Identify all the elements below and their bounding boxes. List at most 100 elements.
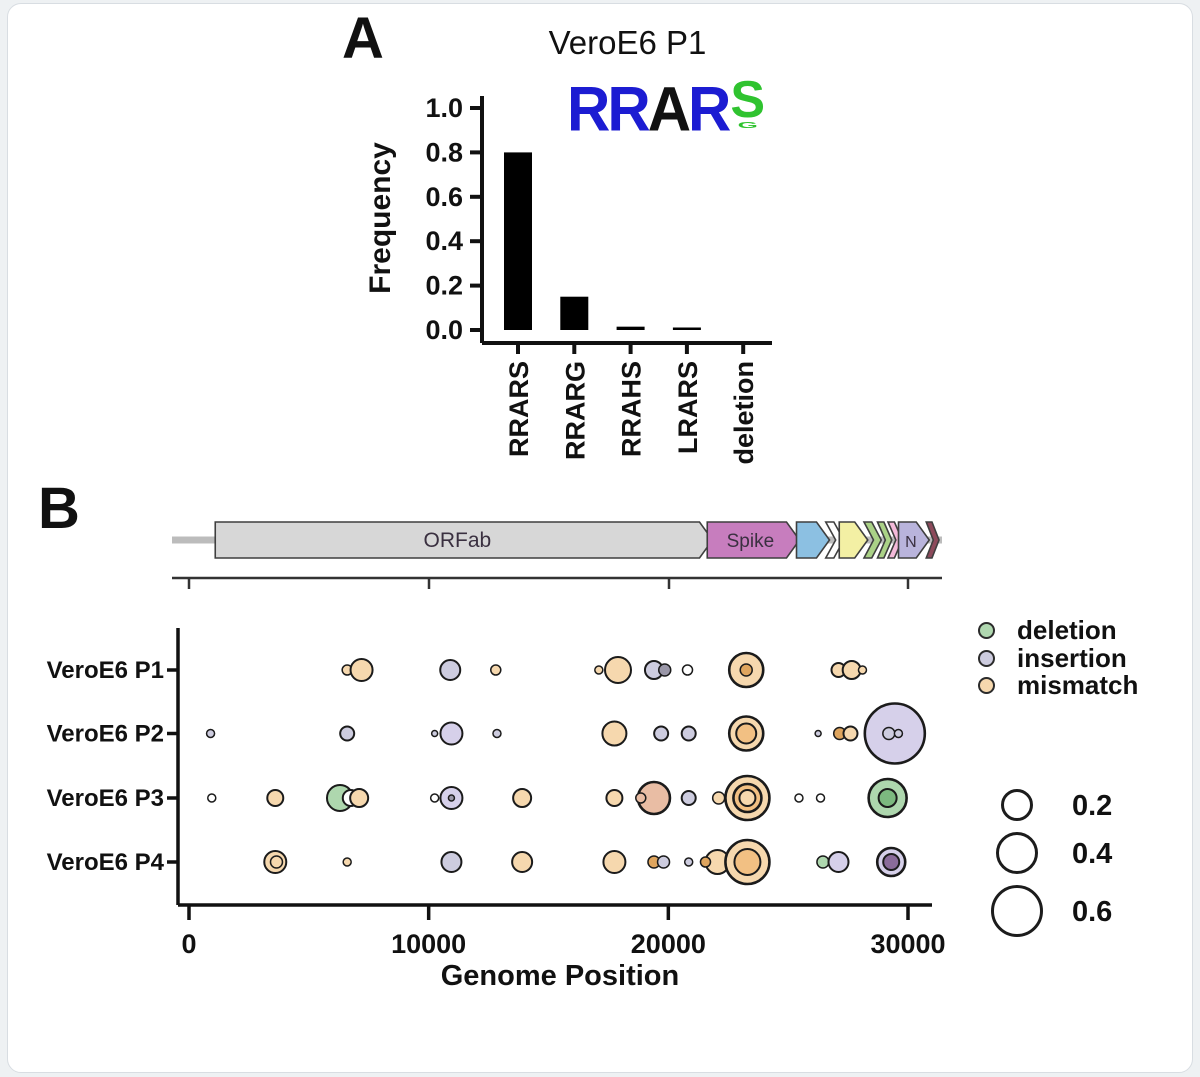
gene-label: ORFab	[424, 529, 492, 552]
bubble-gray_dark	[447, 794, 456, 802]
bubble-insertion	[339, 725, 356, 742]
panel-a-title: VeroE6 P1	[548, 24, 707, 61]
bubble-mismatch	[490, 664, 502, 676]
row-label: VeroE6 P3	[47, 785, 164, 812]
bubble-mismatch	[711, 791, 726, 805]
bubble-insertion	[882, 726, 896, 741]
x-tick-label: LRARS	[673, 361, 703, 454]
deletion-legend-icon	[978, 622, 995, 640]
bubble-insertion	[680, 725, 697, 742]
bubble-insertion	[492, 728, 502, 739]
bubble-gray_dark	[657, 663, 672, 677]
legend-item-deletion: deletion	[978, 615, 1200, 646]
logo-letter: R	[567, 73, 610, 145]
bubble-mismatch	[269, 855, 284, 869]
logo-letter: R	[607, 73, 650, 145]
row-label: VeroE6 P4	[47, 849, 165, 876]
bubble-mismatch	[601, 720, 628, 747]
row-label: VeroE6 P2	[47, 721, 164, 748]
gene-Spike	[706, 521, 801, 559]
bubble-insertion	[653, 725, 670, 742]
mutation-bubble-plot: VeroE6 P1 VeroE6 P2 VeroE6 P3 VeroE6 P4 0 100…	[47, 628, 946, 959]
bubble-deletion	[816, 855, 830, 869]
genome-map: ORFab Spike N	[172, 521, 942, 589]
bubble-mismatch	[738, 789, 757, 807]
genome-position-axis-title: Genome Position	[440, 960, 680, 992]
gene-arrow	[925, 521, 940, 559]
bubble-white	[794, 793, 804, 803]
x-tick-label: RRAHS	[617, 361, 647, 457]
x-tick-label: RRARS	[504, 361, 534, 457]
x-tick-label: deletion	[729, 361, 759, 465]
logo-letter: R	[688, 73, 731, 145]
bubble-insertion	[814, 729, 822, 738]
y-tick-label: 0.0	[425, 315, 463, 345]
category-legend: deletion insertion mismatch	[978, 615, 1200, 701]
x-tick-label: 20000	[631, 929, 706, 959]
bubble-mismatch	[605, 789, 624, 807]
deletion-legend-label: deletion	[1017, 615, 1117, 646]
gene-N	[897, 521, 931, 559]
logo-letter: S	[730, 71, 765, 129]
x-tick-label: 30000	[870, 929, 945, 959]
x-tick-label: RRARG	[560, 361, 590, 460]
panel-a-label: A	[342, 6, 384, 71]
legend-item-mismatch: mismatch	[978, 670, 1200, 701]
y-tick-label: 0.4	[425, 226, 463, 256]
gene-label: Spike	[727, 531, 775, 552]
y-tick-label: 0.2	[425, 271, 463, 301]
bar-RRAHS	[616, 326, 645, 330]
size-legend-label-medium: 0.4	[1072, 838, 1113, 870]
bubble-mismatch_mid	[733, 848, 762, 876]
bubble-mismatch	[266, 789, 285, 807]
mismatch-legend-icon	[978, 677, 995, 695]
bubble-white	[681, 664, 694, 676]
bubble-insertion	[683, 857, 694, 867]
bar-RRARG	[560, 296, 589, 330]
bubble-mismatch_mid	[735, 722, 758, 745]
bubble-mismatch	[842, 725, 859, 742]
bubble-white	[207, 793, 217, 803]
bubble-mismatch	[602, 850, 627, 874]
bubble-insertion	[893, 728, 904, 739]
bubble-mismatch_dark	[739, 663, 753, 677]
bubble-mismatch	[342, 857, 352, 867]
bubble-mismatch	[512, 788, 533, 808]
size-legend-circle-large	[991, 885, 1043, 937]
bubble-insertion	[440, 851, 463, 873]
mismatch-legend-label: mismatch	[1017, 670, 1139, 701]
logo-letter: A	[647, 73, 691, 145]
gene-label: N	[905, 534, 917, 551]
bubble-insertion_big	[827, 851, 850, 873]
size-legend-circle-medium	[996, 832, 1038, 874]
gene-arrow	[876, 521, 893, 559]
gene-ORFab	[214, 521, 714, 559]
y-axis-title: Frequency	[364, 142, 397, 294]
bubble-white	[429, 793, 440, 803]
y-tick-label: 1.0	[425, 93, 463, 123]
bubble-insertion	[430, 729, 439, 738]
row-label: VeroE6 P1	[47, 657, 164, 684]
bubble-insertion_big	[439, 721, 464, 746]
bar-LRARS	[672, 327, 701, 330]
size-legend-label-small: 0.2	[1072, 790, 1113, 822]
bubble-mismatch	[349, 658, 374, 682]
bubble-mismatch	[511, 851, 534, 873]
bubble-insertion	[656, 855, 671, 869]
bubble-deletion_dark	[877, 788, 898, 808]
insertion-legend-label: insertion	[1017, 642, 1127, 673]
y-tick-label: 0.6	[425, 182, 463, 212]
bubble-insertion	[680, 790, 697, 806]
bubble-purple_dark	[882, 853, 901, 871]
bubble-salmon	[635, 792, 647, 804]
bubble-insertion	[439, 659, 462, 681]
gene-arrow	[795, 521, 831, 559]
x-tick-label: 10000	[391, 929, 466, 959]
x-tick-label: 0	[181, 929, 196, 959]
legend-item-insertion: insertion	[978, 642, 1200, 673]
size-legend-circle-small	[1001, 789, 1033, 821]
bubble-white	[815, 793, 826, 803]
gene-arrow	[838, 521, 869, 559]
